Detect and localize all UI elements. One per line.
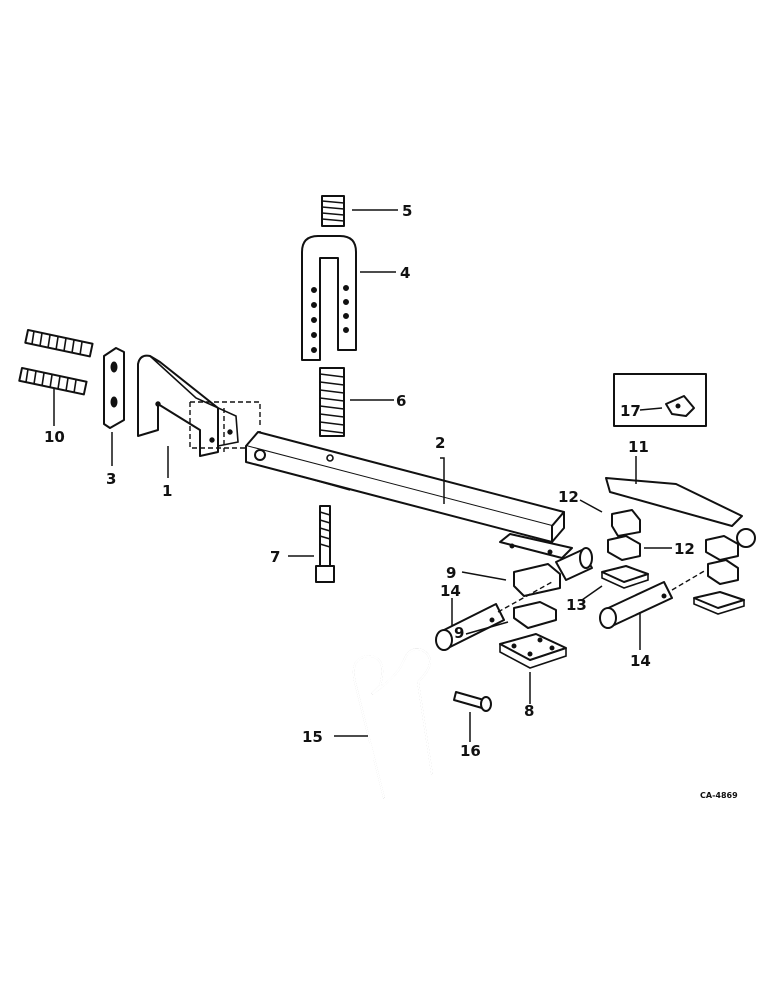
callout-8: 8 xyxy=(524,702,534,720)
callout-15: 15 xyxy=(302,728,323,746)
callout-12a: 12 xyxy=(558,488,579,506)
drawing-code: CA-4869 xyxy=(700,791,738,800)
callout-17: 17 xyxy=(620,402,641,420)
part-14-tubes xyxy=(435,547,707,651)
part-13-plates xyxy=(601,565,745,615)
part-11-bracket xyxy=(605,477,743,527)
part-17-inset xyxy=(613,373,707,427)
part-6-spring xyxy=(319,367,345,437)
callout-16: 16 xyxy=(460,742,481,760)
callout-9a: 9 xyxy=(446,564,456,582)
callout-2: 2 xyxy=(435,434,445,452)
part-8-plate xyxy=(499,633,567,669)
callout-9b: 9 xyxy=(454,624,464,642)
callout-6: 6 xyxy=(396,392,406,410)
leader-lines xyxy=(53,209,672,742)
callout-14b: 14 xyxy=(630,652,651,670)
callout-3: 3 xyxy=(106,470,116,488)
part-3-plate xyxy=(103,347,125,429)
part-4-u-bracket xyxy=(301,235,357,361)
callout-7: 7 xyxy=(270,548,280,566)
part-1-bracket xyxy=(137,354,261,457)
callout-labels: 1 2 3 4 5 6 7 8 9 9 10 11 12 12 13 14 14… xyxy=(44,202,738,800)
callout-10: 10 xyxy=(44,428,65,446)
part-5-spring xyxy=(321,195,345,227)
part-7-bolt xyxy=(315,505,335,583)
part-15-spring-tine xyxy=(352,648,433,799)
part-10-threaded-rods xyxy=(18,329,94,396)
part-2-arm xyxy=(245,431,573,559)
callout-13: 13 xyxy=(566,596,587,614)
part-9-blocks xyxy=(513,563,561,629)
callout-12b: 12 xyxy=(674,540,695,558)
callout-1: 1 xyxy=(162,482,172,500)
callout-5: 5 xyxy=(402,202,412,220)
callout-11: 11 xyxy=(628,438,649,456)
callout-14a: 14 xyxy=(440,582,461,600)
callout-4: 4 xyxy=(400,264,410,282)
part-16-pin xyxy=(453,691,492,712)
part-12-clamps xyxy=(607,509,756,585)
